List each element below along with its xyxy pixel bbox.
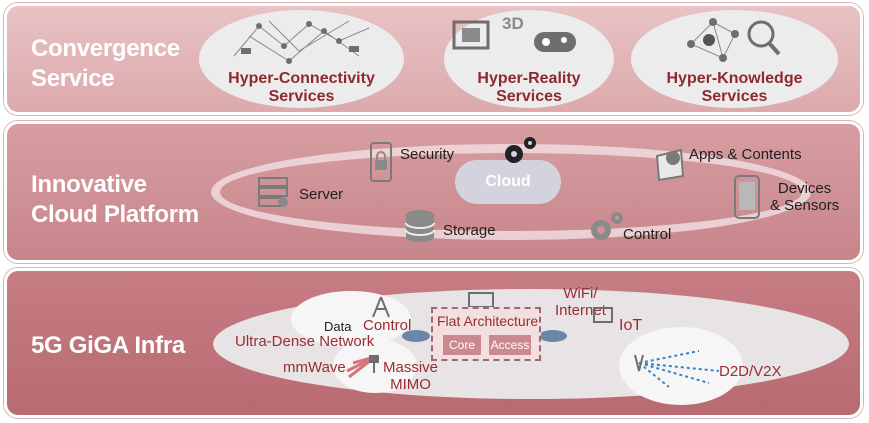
- antenna-icon: [369, 355, 379, 373]
- data-label: Data: [324, 319, 352, 334]
- control-gear-icon: [591, 212, 623, 240]
- control-plane-label: Control: [363, 317, 412, 334]
- storage-label: Storage: [443, 222, 496, 239]
- gamepad-icon: [534, 32, 576, 52]
- wifi-internet-label: WiFi/ Internet: [555, 285, 606, 319]
- security-icon: [370, 142, 392, 182]
- network-map-icon: [233, 20, 370, 64]
- devices-sensors-label: Devices & Sensors: [770, 180, 840, 214]
- hyper-reality-label: Hyper-Reality Services: [477, 70, 581, 105]
- apps-contents-label: Apps & Contents: [689, 146, 802, 163]
- 3d-icon: 3D: [502, 14, 524, 33]
- film-icon: [452, 20, 490, 50]
- gears-icon: [505, 137, 536, 163]
- hyper-knowledge-label: Hyper-Knowledge Services: [666, 70, 803, 105]
- router-icon: [402, 330, 430, 342]
- flat-architecture-box: Flat Architecture Core Access: [431, 307, 541, 361]
- cloud-platform-title: Innovative Cloud Platform: [31, 171, 199, 228]
- cloud-platform-layer: Innovative Cloud Platform Cloud Security…: [4, 121, 863, 263]
- giga-infra-layer: 5G GiGA Infra Data Control Ultra-Dense N…: [4, 268, 863, 418]
- tower-icon: [372, 296, 390, 318]
- cloud-shape: Cloud: [455, 160, 561, 204]
- flat-architecture-label: Flat Architecture: [437, 313, 539, 329]
- d2d-links-icon: [634, 350, 720, 388]
- giga-infra-title: 5G GiGA Infra: [31, 332, 185, 359]
- server-label: Server: [299, 186, 344, 203]
- access-box: Access: [489, 335, 531, 355]
- iot-device-icon: [593, 307, 613, 323]
- knowledge-graph-icon: [687, 18, 781, 62]
- cloud-label: Cloud: [485, 173, 531, 190]
- hyper-knowledge-bubble: Hyper-Knowledge Services: [631, 10, 838, 108]
- d2d-v2x-label: D2D/V2X: [719, 363, 782, 380]
- core-box: Core: [443, 335, 481, 355]
- server-icon: [258, 177, 288, 207]
- convergence-service-title: Convergence Service: [31, 35, 180, 92]
- router-icon-2: [539, 330, 567, 342]
- hyper-reality-bubble: 3D Hyper-Reality Services: [444, 10, 614, 108]
- apps-contents-icon: [655, 148, 685, 182]
- massive-mimo-label: Massive MIMO: [383, 359, 439, 393]
- mmwave-label: mmWave: [283, 359, 346, 376]
- security-label: Security: [400, 146, 455, 163]
- ultra-dense-network-label: Ultra-Dense Network: [235, 333, 375, 350]
- storage-icon: [405, 210, 435, 242]
- iot-label: IoT: [619, 317, 643, 334]
- ultra-dense-cell: [291, 291, 411, 347]
- devices-icon: [734, 175, 760, 219]
- hyper-connectivity-bubble: Hyper-Connectivity Services: [199, 10, 404, 108]
- control-label: Control: [623, 226, 672, 243]
- hyper-connectivity-label: Hyper-Connectivity Services: [228, 70, 375, 105]
- convergence-service-layer: Convergence Service Hyper-Connectivity S…: [4, 3, 863, 115]
